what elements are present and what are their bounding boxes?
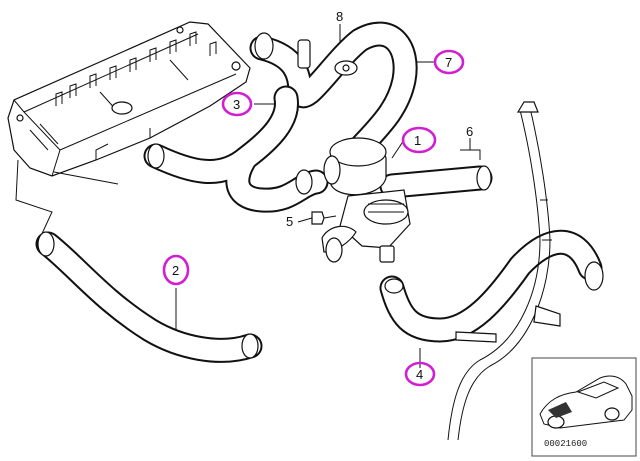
label-8: 8 [336,9,343,24]
valve-cover [7,21,251,177]
hose-2 [35,231,263,363]
small-hose-6 [460,149,481,160]
label-3: 3 [221,91,253,117]
label-4-text: 4 [416,367,423,382]
label-1: 1 [401,126,437,154]
car-icon [539,375,633,429]
hose-4 [379,229,604,343]
label-1-circle [401,126,437,154]
dipstick-tube [447,101,561,441]
hose-3 [143,85,329,213]
label-5-text: 5 [286,214,293,229]
label-7-circle [433,49,465,75]
label-2-circle [162,254,190,286]
label-8-text: 8 [336,9,343,24]
hose-7 [249,21,418,165]
label-6-text: 6 [466,124,473,139]
label-3-text: 3 [233,97,240,112]
oil-separator [321,137,493,263]
label-1-text: 1 [414,133,421,148]
vehicle-inset: 00021600 [531,357,637,457]
reference-code: 00021600 [544,439,587,449]
label-2-text: 2 [172,263,179,278]
label-3-circle [221,91,253,117]
label-6: 6 [466,124,473,139]
label-7-text: 7 [445,55,452,70]
label-7: 7 [433,49,465,75]
label-4-circle [404,361,436,387]
label-2: 2 [162,254,190,286]
label-5: 5 [286,214,293,229]
label-4: 4 [404,361,436,387]
screw-5 [311,211,337,225]
